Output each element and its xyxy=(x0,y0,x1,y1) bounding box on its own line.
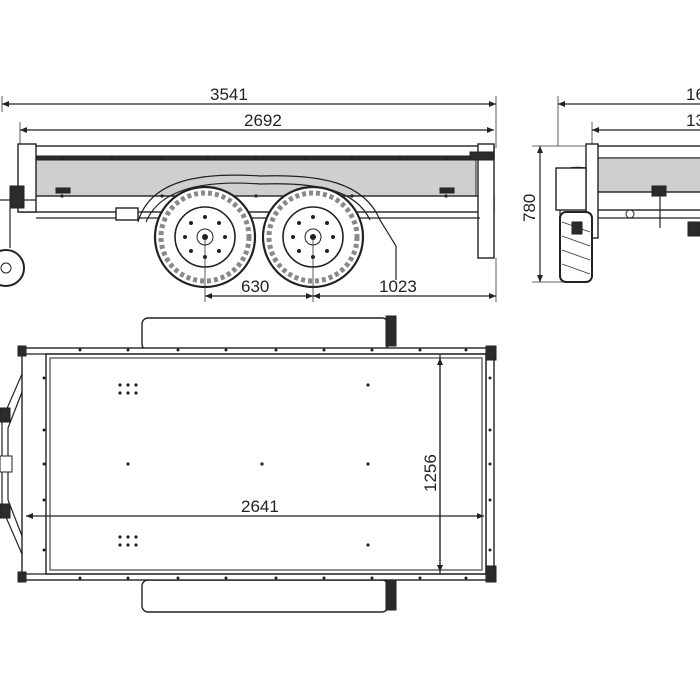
top-drawbar xyxy=(0,373,23,555)
overall-length-label: 3541 xyxy=(210,85,248,104)
rear-view: 16 13 780 xyxy=(520,85,700,283)
inner-length-label: 2641 xyxy=(241,497,279,516)
dimension-rear-overhang: 1023 xyxy=(313,258,497,302)
overall-width-label: 16 xyxy=(686,85,700,104)
dimension-inner-length: 2641 xyxy=(26,497,484,519)
top-view: 1256 2641 xyxy=(0,315,497,613)
side-body xyxy=(17,143,495,259)
dimension-axle-spacing: 630 xyxy=(204,240,314,302)
side-height-label: 780 xyxy=(520,194,539,222)
dimension-box-length: 2692 xyxy=(19,111,494,148)
axle-spacing-label: 630 xyxy=(241,277,269,296)
rear-overhang-label: 1023 xyxy=(379,277,417,296)
wheel-rear xyxy=(261,185,365,289)
dimension-inner-width: 1256 xyxy=(421,358,443,572)
wheel-front xyxy=(153,185,257,289)
side-view: 3541 2692 xyxy=(0,85,497,302)
box-length-label: 2692 xyxy=(244,111,282,130)
box-width-label: 13 xyxy=(686,111,700,130)
dimension-overall-length: 3541 xyxy=(1,85,497,148)
dimension-overall-width: 16 xyxy=(557,85,700,146)
dimension-box-width: 13 xyxy=(591,111,700,146)
drawbar xyxy=(0,185,36,287)
inner-width-label: 1256 xyxy=(421,454,440,492)
